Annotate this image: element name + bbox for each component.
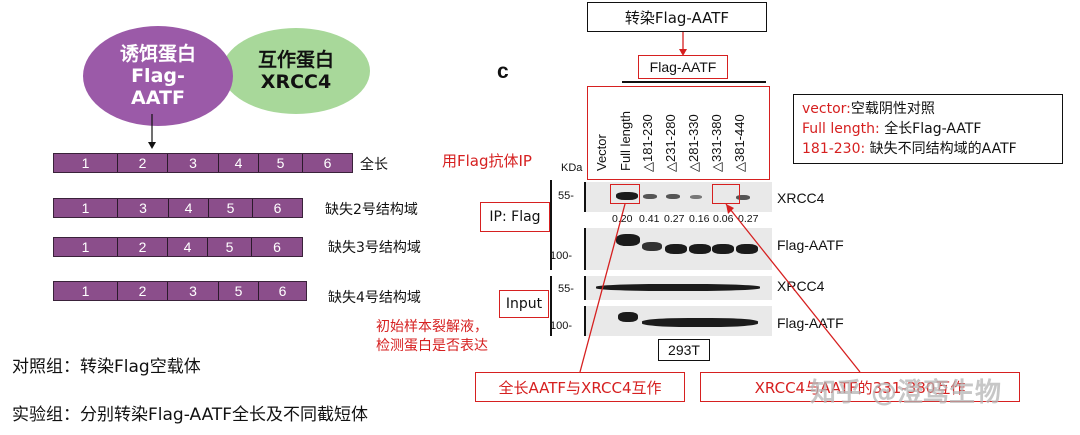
quant-value: 0.27: [664, 213, 685, 225]
down-arrow: [148, 114, 156, 149]
legend-value: 全长Flag-AATF: [884, 121, 982, 137]
lane-labels-box: [587, 86, 770, 180]
bait-protein-label: 诱饵蛋白 Flag- AATF: [119, 43, 196, 109]
cell-line-box: 293T: [658, 339, 710, 361]
blot-ip-flag-aatf: [584, 228, 772, 270]
quant-value: 0.16: [689, 213, 710, 225]
blot-label: Flag-AATF: [777, 237, 844, 253]
domain-segment: 5: [259, 154, 303, 172]
legend-value: 缺失不同结构域的AATF: [869, 141, 1017, 157]
domain-bar-full: 1 2 3 4 5 6: [53, 153, 353, 173]
domain-segment: 5: [209, 199, 253, 217]
del331-380-highlight: [712, 184, 740, 204]
blot-input-flag-aatf: [584, 306, 772, 336]
bar-label-del2: 缺失2号结构域: [325, 202, 418, 218]
conclusion-331-380-box: XRCC4与AATF的331-380互作: [700, 372, 1020, 402]
quant-value: 0.20: [612, 213, 633, 225]
domain-segment: 3: [168, 282, 219, 300]
transfection-box: 转染Flag-AATF: [587, 2, 767, 32]
marker-100: 100-: [550, 320, 573, 332]
domain-bar-del2: 1 3 4 5 6: [53, 198, 303, 218]
domain-segment: 4: [219, 154, 259, 172]
prey-protein-label: 互作蛋白 XRCC4: [257, 49, 334, 93]
domain-bar-del3: 1 2 4 5 6: [53, 237, 303, 257]
domain-segment: 1: [54, 199, 118, 217]
marker-55: 55-: [558, 283, 574, 295]
domain-segment: 6: [273, 239, 281, 255]
marker-100: 100-: [550, 250, 573, 262]
blot-label: Flag-AATF: [777, 315, 844, 331]
experiment-group-text: 实验组：分别转染Flag-AATF全长及不同截短体: [12, 405, 369, 425]
legend-key: Full length:: [802, 121, 880, 137]
conclusion-full-length-box: 全长AATF与XRCC4互作: [475, 372, 685, 402]
domain-segment: 6: [273, 200, 282, 216]
legend-box: vector:空载阴性对照 Full length: 全长Flag-AATF 1…: [793, 94, 1063, 164]
domain-segment: 2: [118, 282, 168, 300]
domain-segment: 5: [208, 238, 252, 256]
full-length-highlight: [610, 184, 640, 204]
domain-segment: 1: [54, 282, 118, 300]
domain-segment: 3: [168, 154, 219, 172]
transfection-label: 转染Flag-AATF: [624, 8, 730, 27]
domain-segment: 2: [118, 238, 168, 256]
blot-ip-xrcc4: [584, 182, 772, 212]
domain-segment: 5: [219, 282, 259, 300]
domain-segment: 6: [323, 155, 332, 171]
bait-protein-ellipse: 诱饵蛋白 Flag- AATF: [83, 26, 233, 126]
domain-segment: 2: [118, 154, 168, 172]
flag-aatf-header: Flag-AATF: [649, 59, 717, 75]
watermark: 知乎 @澄鸾生物: [810, 378, 1002, 408]
red-arrow-down: [679, 32, 687, 56]
domain-segment: 1: [54, 238, 118, 256]
flag-aatf-header-box: Flag-AATF: [638, 55, 728, 79]
legend-key: vector:: [802, 101, 851, 117]
conclusion-331-380: XRCC4与AATF的331-380互作: [754, 378, 966, 397]
input-box: Input: [499, 290, 549, 318]
input-note: 初始样本裂解液， 检测蛋白是否表达: [376, 319, 488, 354]
bar-label-del4: 缺失4号结构域: [328, 290, 421, 306]
legend-value: 空载阴性对照: [850, 101, 935, 117]
panel-letter: c: [497, 60, 509, 83]
ip-flag-box: IP: Flag: [480, 202, 550, 232]
header-underline: [622, 81, 766, 83]
domain-segment: 1: [54, 154, 118, 172]
kda-label: KDa: [561, 162, 583, 174]
quant-value: 0.41: [639, 213, 660, 225]
domain-bar-del4: 1 2 3 5 6: [53, 281, 307, 301]
domain-segment: 4: [168, 238, 208, 256]
input-label: Input: [505, 296, 543, 312]
conclusion-full-length: 全长AATF与XRCC4互作: [498, 378, 662, 397]
ip-note: 用Flag抗体IP: [442, 152, 532, 170]
bar-label-full: 全长: [360, 157, 388, 173]
bar-label-del3: 缺失3号结构域: [328, 240, 421, 256]
cell-line-label: 293T: [668, 342, 700, 358]
quant-value: 0.27: [738, 213, 759, 225]
control-group-text: 对照组：转染Flag空载体: [12, 357, 201, 377]
blot-label: XRCC4: [777, 190, 825, 206]
domain-segment: 3: [118, 199, 169, 217]
blot-input-xrcc4: [584, 276, 772, 300]
prey-protein-ellipse: 互作蛋白 XRCC4: [222, 28, 370, 114]
legend-key: 181-230:: [802, 141, 866, 157]
domain-segment: 4: [169, 199, 209, 217]
quant-value: 0.06: [713, 213, 734, 225]
ip-flag-label: IP: Flag: [489, 209, 541, 225]
domain-segment: 6: [278, 283, 287, 299]
input-bracket: [550, 276, 552, 336]
marker-55: 55-: [558, 190, 574, 202]
ip-bracket: [550, 180, 552, 270]
